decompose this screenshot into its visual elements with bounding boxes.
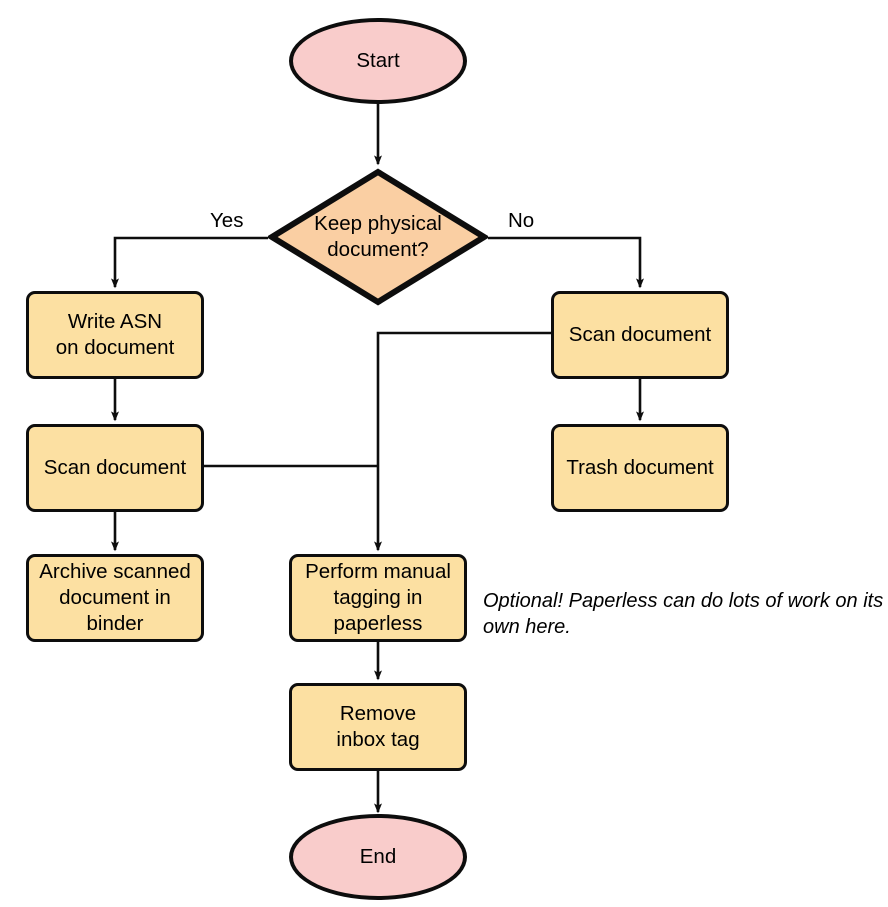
node-end[interactable]: End [289, 814, 467, 900]
node-start-label: Start [356, 49, 400, 72]
annotation-optional-note: Optional! Paperless can do lots of work … [483, 590, 884, 638]
node-start[interactable]: Start [289, 18, 467, 104]
edge-decision-yes-to-write-asn [111, 236, 268, 289]
node-manual-tagging-label: Perform manual tagging in paperless [305, 560, 451, 635]
node-decision-label: Keep physical document? [314, 212, 442, 261]
diamond-shape [268, 168, 488, 306]
node-scan-document-right[interactable]: Scan document [551, 291, 729, 379]
node-write-asn-label: Write ASN on document [55, 310, 175, 359]
node-decision-keep-physical-document[interactable]: Keep physical document? [268, 168, 488, 306]
edge-label-yes: Yes [210, 209, 244, 232]
edge-scan-right-to-manual-tagging [374, 331, 551, 552]
node-scan-document-right-label: Scan document [568, 323, 712, 346]
edge-decision-no-to-scan-right [488, 236, 644, 289]
node-trash-document-label: Trash document [566, 456, 714, 479]
edge-label-no: No [508, 209, 535, 232]
node-perform-manual-tagging-in-paperless[interactable]: Perform manual tagging in paperless [289, 554, 467, 642]
node-scan-document-left-label: Scan document [43, 456, 187, 479]
node-end-label: End [359, 845, 397, 868]
node-remove-inbox-label: Remove inbox tag [336, 702, 420, 751]
node-archive-binder-label: Archive scanned document in binder [39, 560, 191, 635]
node-trash-document[interactable]: Trash document [551, 424, 729, 512]
node-scan-document-left[interactable]: Scan document [26, 424, 204, 512]
node-remove-inbox-tag[interactable]: Remove inbox tag [289, 683, 467, 771]
node-write-asn-on-document[interactable]: Write ASN on document [26, 291, 204, 379]
node-archive-scanned-document-in-binder[interactable]: Archive scanned document in binder [26, 554, 204, 642]
